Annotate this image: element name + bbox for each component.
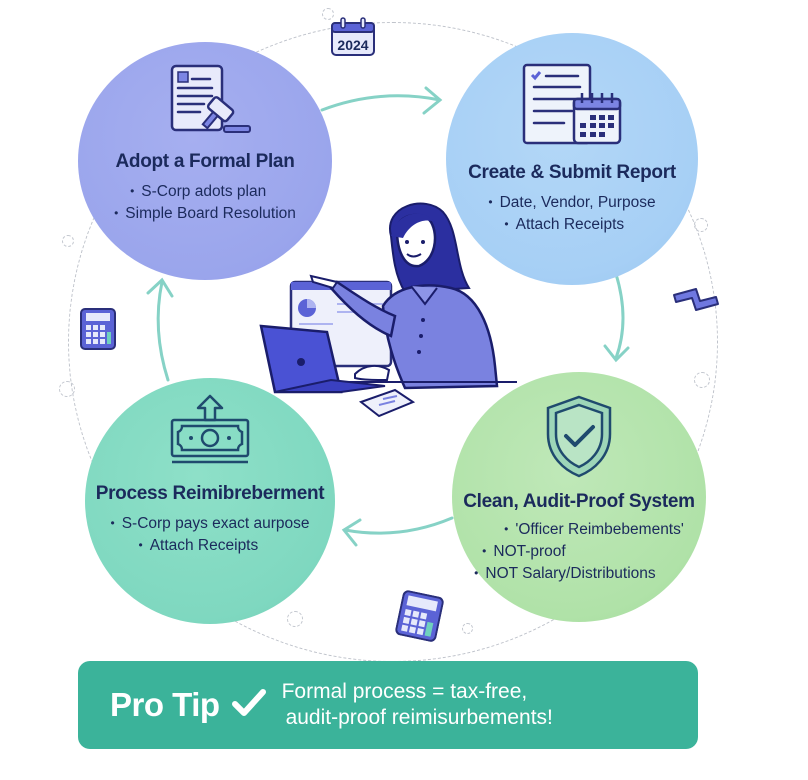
decor-dot bbox=[462, 623, 473, 634]
step-bullets: S-Corp adots plan Simple Board Resolutio… bbox=[114, 181, 296, 225]
bullet-item: Simple Board Resolution bbox=[114, 203, 296, 225]
pro-tip-label: Pro Tip bbox=[110, 686, 220, 723]
decor-dot bbox=[694, 218, 708, 232]
decor-dot bbox=[694, 372, 710, 388]
arrow-step2-to-step3 bbox=[614, 272, 625, 360]
step-title: Process Reimibreberment bbox=[95, 483, 325, 504]
step-create-submit-report: Create & Submit Report Date, Vendor, Pur… bbox=[446, 33, 698, 285]
shield-check-icon bbox=[544, 394, 614, 483]
calendar-year: 2024 bbox=[337, 37, 368, 53]
bullet-item: S-Corp adots plan bbox=[114, 181, 296, 203]
step-clean-audit-proof-system: Clean, Audit-Proof System 'Officer Reimb… bbox=[452, 372, 706, 622]
arrow-step3-to-step4 bbox=[343, 516, 454, 535]
bullet-item: Attach Receipts bbox=[110, 535, 309, 557]
calculator-icon bbox=[80, 308, 116, 355]
pro-tip-line-1: Formal process = tax-free, bbox=[281, 680, 528, 703]
pro-tip-line-2: audit-proof reimisurbements! bbox=[285, 706, 553, 729]
person-at-laptop-illustration bbox=[255, 196, 545, 431]
document-gavel-icon bbox=[168, 64, 252, 141]
step-title: Adopt a Formal Plan bbox=[115, 151, 295, 172]
step-title: Create & Submit Report bbox=[468, 162, 676, 183]
calculator-icon bbox=[393, 589, 445, 648]
calendar-icon: 2024 bbox=[330, 17, 376, 62]
step-process-reimbursement: Process Reimibreberment S-Corp pays exac… bbox=[85, 378, 335, 624]
bullet-item: Date, Vendor, Purpose bbox=[488, 192, 656, 214]
bullet-item: NOT Salary/Distributions bbox=[474, 563, 684, 585]
step-bullets: Date, Vendor, Purpose Attach Receipts bbox=[488, 192, 656, 236]
decor-dot bbox=[322, 8, 334, 20]
pro-tip-message: Formal process = tax-free, audit-proof r… bbox=[282, 679, 553, 731]
bullet-item: S-Corp pays exact aurpose bbox=[110, 513, 310, 535]
arrow-step1-to-step2 bbox=[320, 94, 442, 112]
pro-tip-banner: Pro Tip Formal process = tax-free, audit… bbox=[78, 661, 698, 749]
decor-dot bbox=[287, 611, 303, 627]
document-calendar-icon bbox=[522, 63, 622, 152]
money-upload-icon bbox=[168, 394, 252, 475]
step-title: Clean, Audit-Proof System bbox=[463, 491, 695, 512]
zigzag-icon bbox=[672, 287, 720, 318]
bullet-item: 'Officer Reimbebements' bbox=[474, 519, 683, 541]
step-bullets: S-Corp pays exact aurpose Attach Receipt… bbox=[110, 513, 310, 557]
checkmark-icon bbox=[231, 688, 266, 723]
decor-dot bbox=[59, 381, 75, 397]
bullet-item: NOT-proof bbox=[474, 541, 684, 563]
step-adopt-formal-plan: Adopt a Formal Plan S-Corp adots plan Si… bbox=[78, 42, 332, 280]
arrow-step4-to-step1 bbox=[156, 280, 170, 382]
bullet-item: Attach Receipts bbox=[488, 214, 655, 236]
step-bullets: 'Officer Reimbebements' NOT-proof NOT Sa… bbox=[474, 519, 684, 585]
decor-dot bbox=[62, 235, 74, 247]
